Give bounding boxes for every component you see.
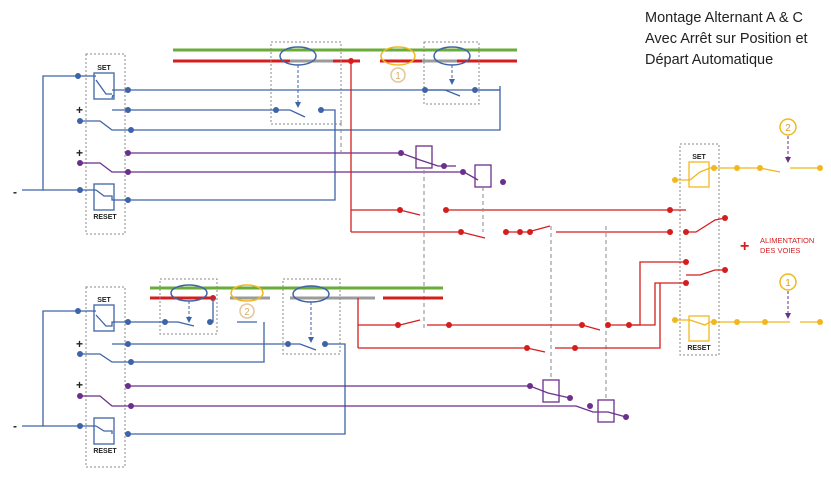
power-label-line-2: DES VOIES xyxy=(760,246,800,255)
marker-2-bottom: 2 xyxy=(244,307,250,318)
minus-label-top: - xyxy=(13,185,17,199)
marker-2-right: 2 xyxy=(785,123,791,134)
set-label-top: SET xyxy=(97,65,111,72)
power-plus-sign: + xyxy=(740,238,749,255)
power-label-line-1: ALIMENTATION xyxy=(760,236,814,245)
reset-label-bottom: RESET xyxy=(93,448,117,455)
plus-label-bottom-2: + xyxy=(76,378,83,392)
plus-label-bottom-1: + xyxy=(76,337,83,351)
set-label-bottom: SET xyxy=(97,297,111,304)
title-line-3: Départ Automatique xyxy=(645,52,774,68)
title-line-2: Avec Arrêt sur Position et xyxy=(645,31,808,47)
plus-label-top-1: + xyxy=(76,103,83,117)
reset-label-top: RESET xyxy=(93,214,117,221)
title-line-1: Montage Alternant A & C xyxy=(645,10,803,26)
reset-label-right: RESET xyxy=(687,345,711,352)
bottom-relay-block: SET RESET + + - xyxy=(13,286,629,468)
top-track: 1 xyxy=(173,41,517,125)
plus-label-top-2: + xyxy=(76,146,83,160)
set-label-right: SET xyxy=(692,154,706,161)
bottom-red-routing xyxy=(357,268,641,353)
diagram-title: Montage Alternant A & C Avec Arrêt sur P… xyxy=(645,8,829,71)
marker-1-right: 1 xyxy=(785,278,791,289)
marker-1-top: 1 xyxy=(395,71,401,82)
linkage-dashes xyxy=(340,122,607,400)
minus-label-bottom: - xyxy=(13,419,17,433)
right-relay-block: SET RESET 2 1 + ALIMENTATION xyxy=(575,118,823,356)
top-relay-block: SET RESET + + - xyxy=(13,53,506,235)
bottom-track: 2 xyxy=(150,278,443,355)
